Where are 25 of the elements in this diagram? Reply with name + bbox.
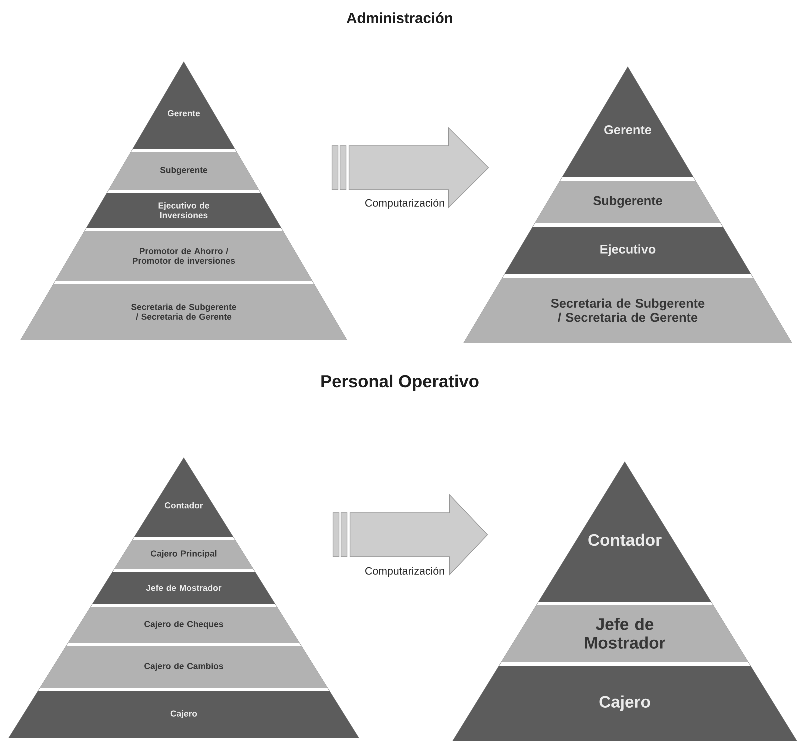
section-heading: Administración (346, 12, 452, 24)
pyramid-level: Jefe de Mostrador (92, 572, 276, 604)
pyramid-level: Secretaria de Subgerente / Secretaria de Gerente (464, 278, 792, 343)
pyramid-level: Contador (134, 458, 234, 537)
pyramid-level: Promotor de Ahorro / Promotor de inversiones (56, 231, 312, 281)
pyramid-level: Subgerente (535, 181, 721, 223)
pyramid-level: Cajero (453, 666, 798, 741)
pyramid-level: Cajero Principal (114, 540, 254, 569)
pyramid-level: Subgerente (108, 152, 260, 190)
pyramid-level: Ejecutivo de Inversiones (86, 193, 282, 228)
pyramid-level: Contador (538, 462, 712, 602)
edge-label: Computarización (366, 566, 444, 578)
pyramid (8, 458, 360, 738)
block-arrow (332, 494, 488, 576)
block-arrow (332, 127, 490, 209)
pyramid-level: Cajero (9, 691, 359, 738)
pyramid-level: Cajero de Cheques (68, 607, 300, 643)
section-heading: Personal Operativo (322, 374, 479, 392)
pyramid-level: Jefe de Mostrador (502, 605, 748, 662)
pyramid-level: Gerente (562, 67, 694, 177)
edge-label: Computarización (366, 198, 444, 210)
pyramid-level: Cajero de Cambios (40, 646, 328, 688)
pyramid-level: Gerente (133, 62, 236, 149)
pyramid-level: Ejecutivo (505, 227, 752, 274)
pyramid-level: Secretaria de Subgerente / Secretaria de Gerente (21, 284, 347, 340)
